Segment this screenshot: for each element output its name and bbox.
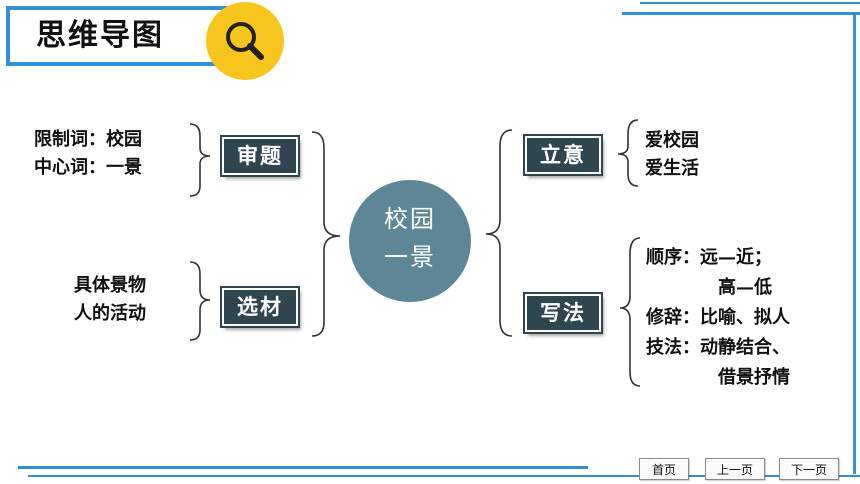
- note-line: 修辞：比喻、拟人: [646, 307, 790, 328]
- next-page-button[interactable]: 下一页: [779, 458, 839, 480]
- note-line: 技法：动静结合、: [646, 337, 790, 358]
- prev-page-button[interactable]: 上一页: [705, 458, 765, 480]
- liyi-notes: 爱校园 爱生活: [645, 127, 699, 183]
- top-right-line-2: [640, 2, 860, 4]
- note-line: 高—低: [718, 277, 772, 298]
- note-line: 借景抒情: [718, 367, 790, 388]
- center-topic-line2: 一景: [384, 243, 436, 271]
- note-line: 中心词：一景: [34, 157, 142, 178]
- xuancai-notes: 具体景物 人的活动: [74, 272, 146, 328]
- center-topic: 校园 一景: [349, 180, 471, 302]
- node-shenti: 审题: [220, 135, 300, 177]
- note-line: 具体景物: [74, 275, 146, 296]
- note-line: 顺序：远—近；: [646, 247, 772, 268]
- first-page-button[interactable]: 首页: [639, 458, 689, 480]
- top-right-line: [622, 12, 860, 15]
- center-topic-line1: 校园: [384, 205, 436, 233]
- xiefa-notes: 顺序：远—近； 高—低 修辞：比喻、拟人 技法：动静结合、 借景抒情: [646, 243, 790, 393]
- bottom-line-2: [28, 475, 860, 477]
- search-icon[interactable]: [206, 2, 284, 80]
- title-banner: 思维导图: [6, 6, 234, 66]
- magnifier-icon: [226, 22, 264, 60]
- node-xuancai: 选材: [220, 286, 300, 328]
- node-liyi: 立意: [523, 134, 603, 176]
- page-title: 思维导图: [10, 10, 234, 62]
- shenti-notes: 限制词：校园 中心词：一景: [34, 126, 142, 182]
- note-line: 爱生活: [645, 158, 699, 179]
- node-xiefa: 写法: [523, 292, 603, 334]
- note-line: 限制词：校园: [34, 129, 142, 150]
- note-line: 爱校园: [645, 130, 699, 151]
- note-line: 人的活动: [74, 303, 146, 324]
- bottom-line: [18, 466, 588, 469]
- right-edge-line: [853, 12, 856, 474]
